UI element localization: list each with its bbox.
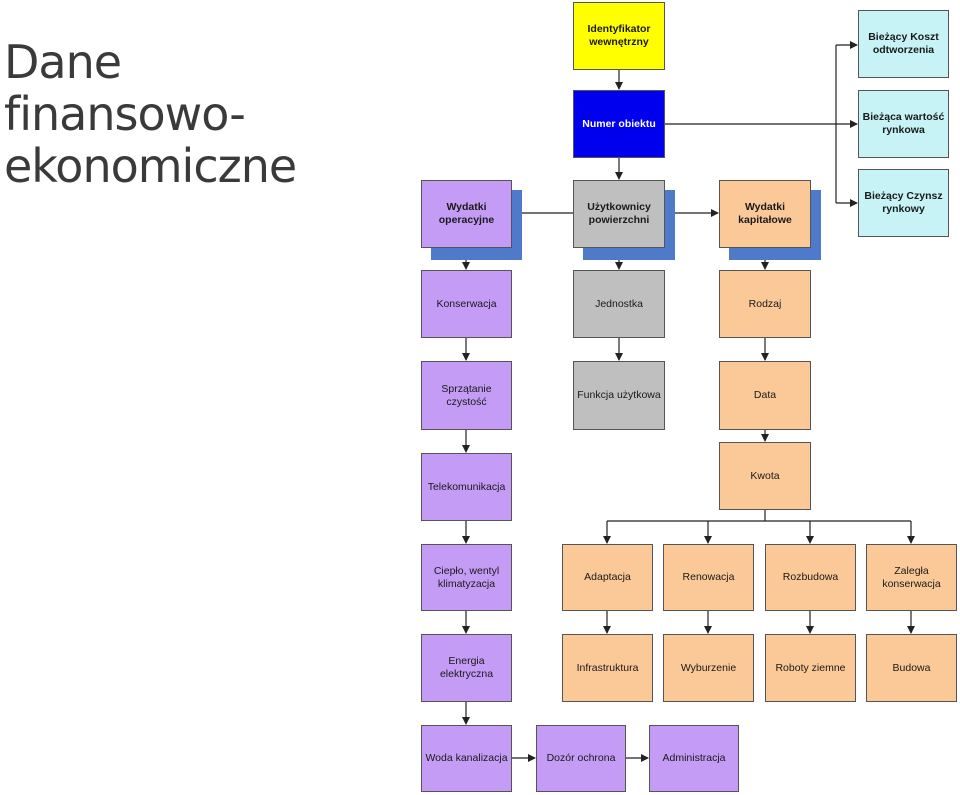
box-uzytkownicy-powierzchni: Użytkownicy powierzchni xyxy=(573,180,665,248)
box-jednostka: Jednostka xyxy=(573,270,665,338)
box-funkcja-uzytkowa: Funkcja użytkowa xyxy=(573,361,665,430)
box-wyburzenie: Wyburzenie xyxy=(663,634,754,702)
box-numer-obiektu: Numer obiektu xyxy=(573,90,665,158)
title-line-2: finansowo- xyxy=(4,87,246,141)
box-roboty-ziemne: Roboty ziemne xyxy=(765,634,856,702)
box-budowa: Budowa xyxy=(866,634,957,702)
page-title: Dane finansowo- ekonomiczne xyxy=(4,36,394,192)
box-rozbudowa: Rozbudowa xyxy=(765,544,856,611)
box-wydatki-kapitalowe: Wydatki kapitałowe xyxy=(719,180,811,248)
box-renowacja: Renowacja xyxy=(663,544,754,611)
box-koszt-odtworzenia: Bieżący Koszt odtworzenia xyxy=(858,10,949,78)
box-wartosc-rynkowa: Bieżąca wartość rynkowa xyxy=(858,90,949,158)
box-konserwacja: Konserwacja xyxy=(421,270,512,338)
box-sprzatanie: Sprzątanie czystość xyxy=(421,361,512,430)
box-infrastruktura: Infrastruktura xyxy=(562,634,653,702)
title-line-3: ekonomiczne xyxy=(4,139,297,193)
box-cieplo: Ciepło, wentyl klimatyzacja xyxy=(421,544,512,611)
box-administracja: Administracja xyxy=(649,725,739,792)
box-dozor: Dozór ochrona xyxy=(536,725,626,792)
box-data: Data xyxy=(719,361,811,430)
box-czynsz-rynkowy: Bieżący Czynsz rynkowy xyxy=(858,169,949,237)
box-adaptacja: Adaptacja xyxy=(562,544,653,611)
box-kwota: Kwota xyxy=(719,442,811,510)
title-line-1: Dane xyxy=(4,35,122,89)
box-identyfikator: Identyfikator wewnętrzny xyxy=(573,2,665,70)
box-wydatki-operacyjne: Wydatki operacyjne xyxy=(421,180,512,248)
box-rodzaj: Rodzaj xyxy=(719,270,811,338)
box-woda: Woda kanalizacja xyxy=(421,725,512,792)
box-zalegla-konserwacja: Zaległa konserwacja xyxy=(866,544,957,611)
box-energia: Energia elektryczna xyxy=(421,634,512,702)
box-telekomunikacja: Telekomunikacja xyxy=(421,453,512,521)
